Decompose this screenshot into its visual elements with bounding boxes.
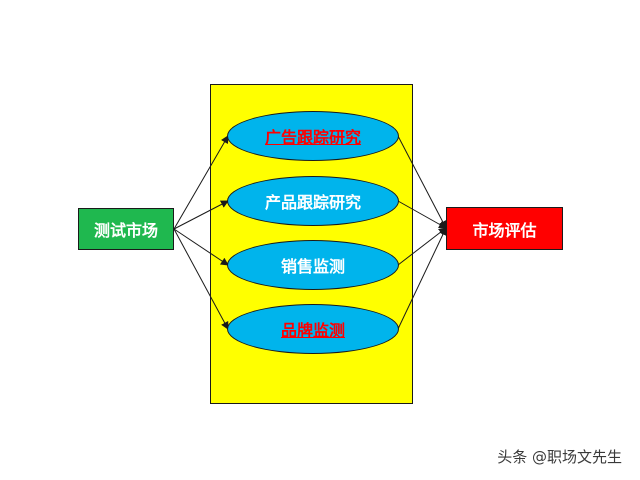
source-box: 测试市场 [78,208,174,250]
node-ad-tracking: 广告跟踪研究 [227,111,399,161]
node-label: 产品跟踪研究 [264,193,361,212]
node-brand-monitoring: 品牌监测 [227,304,399,354]
node-product-tracking: 产品跟踪研究 [227,176,399,226]
node-label: 品牌监测 [280,321,345,340]
node-label: 销售监测 [280,257,345,276]
target-label: 市场评估 [472,220,537,240]
target-box: 市场评估 [446,207,563,250]
node-sales-monitoring: 销售监测 [227,240,399,290]
watermark: 头条 @职场文先生 [497,448,622,466]
source-label: 测试市场 [93,221,158,240]
node-label: 广告跟踪研究 [264,128,361,147]
